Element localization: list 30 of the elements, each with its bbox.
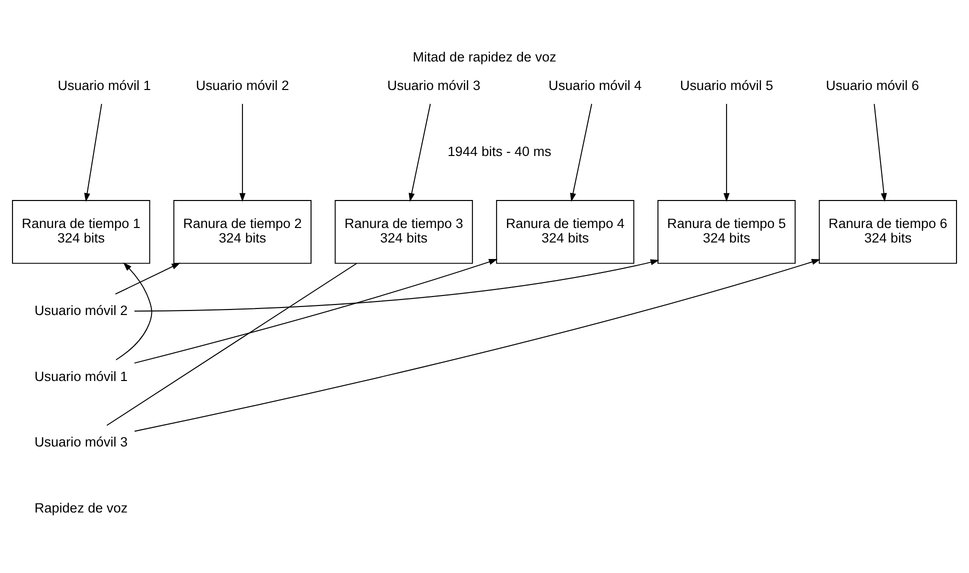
node-box: Ranura de tiempo 5 324 bits	[657, 200, 796, 264]
node-text: Usuario móvil 4	[548, 78, 642, 94]
node-text: Usuario móvil 1	[34, 368, 128, 384]
node-box: Ranura de tiempo 6 324 bits	[818, 200, 957, 264]
node-box: Ranura de tiempo 4 324 bits	[496, 200, 634, 264]
node-text: Usuario móvil 2	[196, 78, 290, 94]
node-text: Usuario móvil 2	[34, 303, 128, 318]
arrow	[134, 258, 498, 364]
diagram-title: Mitad de rapidez de voz	[412, 50, 556, 65]
arrow	[84, 103, 102, 202]
node-text: Usuario móvil 3	[34, 434, 128, 450]
node-box: Ranura de tiempo 1 324 bits	[12, 200, 150, 264]
arrow	[114, 262, 180, 295]
node-box: Ranura de tiempo 2 324 bits	[173, 200, 312, 264]
arrow	[134, 259, 820, 432]
label: 1944 bits - 40 ms	[448, 144, 552, 159]
arrow	[724, 103, 730, 202]
arrow	[874, 103, 887, 202]
node-text: Usuario móvil 1	[58, 78, 151, 94]
node-text: Usuario móvil 6	[826, 78, 920, 94]
arrow	[570, 103, 592, 202]
caption: Rapidez de voz	[34, 500, 128, 516]
node-box: Ranura de tiempo 3 324 bits	[334, 200, 473, 264]
arrow	[408, 103, 431, 202]
arrow	[116, 262, 152, 360]
node-text: Usuario móvil 3	[387, 78, 480, 94]
arrow	[134, 259, 660, 312]
connector	[106, 263, 358, 426]
arrow	[239, 103, 246, 202]
node-text: Usuario móvil 5	[680, 78, 774, 94]
